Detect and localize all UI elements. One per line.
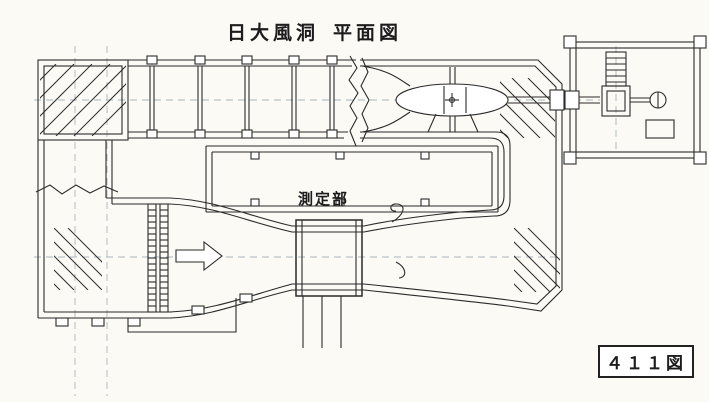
flow-screens <box>147 203 169 313</box>
test-section <box>292 203 406 348</box>
break-line <box>35 184 119 195</box>
figure-number: ４１１図 <box>606 354 686 373</box>
settling-chamber <box>35 140 293 333</box>
equipment-table <box>645 119 675 139</box>
return-duct <box>128 55 370 147</box>
central-courtyard <box>205 145 499 213</box>
shaft-bearing <box>549 89 565 111</box>
drawing-title: 日大風洞 <box>227 23 320 44</box>
turning-vanes-bottom-left <box>54 228 102 290</box>
contraction-wall <box>169 203 293 233</box>
break-line <box>348 55 359 147</box>
motor-unit <box>601 51 675 139</box>
drawing-subtitle: 平面図 <box>333 23 403 44</box>
contraction-wall <box>169 289 293 319</box>
duct-struts <box>146 55 338 139</box>
turning-vanes-bottom-right <box>514 228 560 292</box>
motor-room <box>563 35 707 165</box>
contraction-wall <box>169 283 293 313</box>
corner-top-left <box>37 59 129 141</box>
break-line <box>360 57 370 143</box>
right-circuit-walls <box>360 59 563 312</box>
turning-vanes-top-right <box>500 78 555 138</box>
test-section-label: 測定部 <box>298 192 350 208</box>
damper-hook <box>395 261 406 279</box>
contraction-wall <box>169 197 293 227</box>
flow-arrow <box>175 240 223 272</box>
stand-outline <box>127 298 237 333</box>
fan-assembly <box>361 65 600 133</box>
figure-number-box: ４１１図 <box>598 345 694 378</box>
damper-hook <box>390 203 404 223</box>
turning-vanes-top-left <box>40 64 126 136</box>
centerlines <box>34 46 617 396</box>
